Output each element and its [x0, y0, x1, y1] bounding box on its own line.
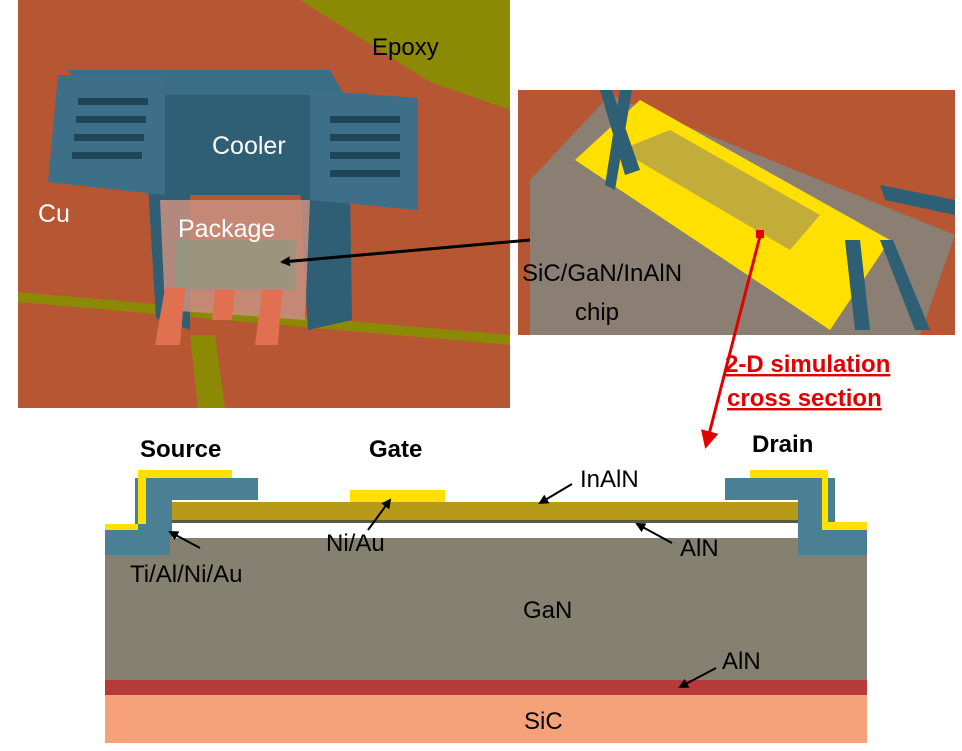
- epoxy-region: [300, 0, 510, 110]
- cross-section-marker: [756, 230, 764, 238]
- package-label: Package: [178, 215, 275, 243]
- annotation-line1: 2-D simulation: [725, 351, 890, 378]
- red-section-arrow: [701, 235, 762, 449]
- aln-bottom-layer: [105, 680, 867, 695]
- cooler-label: Cooler: [212, 132, 286, 160]
- inaln-layer: [172, 502, 798, 520]
- chip-active-region: [620, 130, 820, 250]
- zoom-arrow: [280, 238, 531, 267]
- package-leads: [155, 288, 282, 345]
- gate-contact: [350, 490, 445, 502]
- source-gold-cap: [105, 470, 232, 530]
- sic-layer: [105, 695, 867, 743]
- tialniau-arrow: [168, 531, 201, 549]
- inaln-arrow: [538, 483, 573, 505]
- gan-label: GaN: [523, 597, 572, 624]
- niau-label: Ni/Au: [326, 530, 385, 557]
- sic-label: SiC: [524, 708, 563, 735]
- cooler-center: [165, 95, 325, 195]
- cooler-right-fins: [310, 90, 418, 210]
- inaln-label: InAlN: [580, 466, 639, 493]
- gan-layer: [105, 538, 867, 680]
- cooler-fin-slots: [72, 98, 400, 177]
- tialniau-label: Ti/Al/Ni/Au: [130, 561, 242, 588]
- aln-bottom-label: AlN: [722, 648, 761, 675]
- drain-label: Drain: [752, 431, 813, 458]
- chip-view-panel: [518, 90, 955, 335]
- aln-top-arrow: [635, 523, 673, 544]
- chip-label-line1: SiC/GaN/InAlN: [522, 260, 682, 287]
- package-view-panel: [18, 0, 510, 408]
- cross-section: [105, 470, 867, 743]
- aln-top-label: AlN: [680, 535, 719, 562]
- source-label: Source: [140, 436, 221, 463]
- cu-label: Cu: [38, 200, 70, 228]
- drain-metal-stack: [725, 478, 867, 555]
- annotation-line2: cross section: [727, 385, 882, 412]
- package-chip-area: [175, 240, 295, 290]
- epoxy-label: Epoxy: [372, 34, 439, 61]
- epoxy-trace-vertical: [190, 335, 225, 408]
- gate-label: Gate: [369, 436, 422, 463]
- chip-label-line2: chip: [575, 299, 619, 326]
- chip-bond-wires: [600, 90, 955, 330]
- drain-gold-cap: [750, 470, 867, 530]
- niau-arrow: [367, 498, 392, 531]
- aln-bottom-arrow: [678, 667, 717, 688]
- aln-top-layer: [172, 520, 798, 523]
